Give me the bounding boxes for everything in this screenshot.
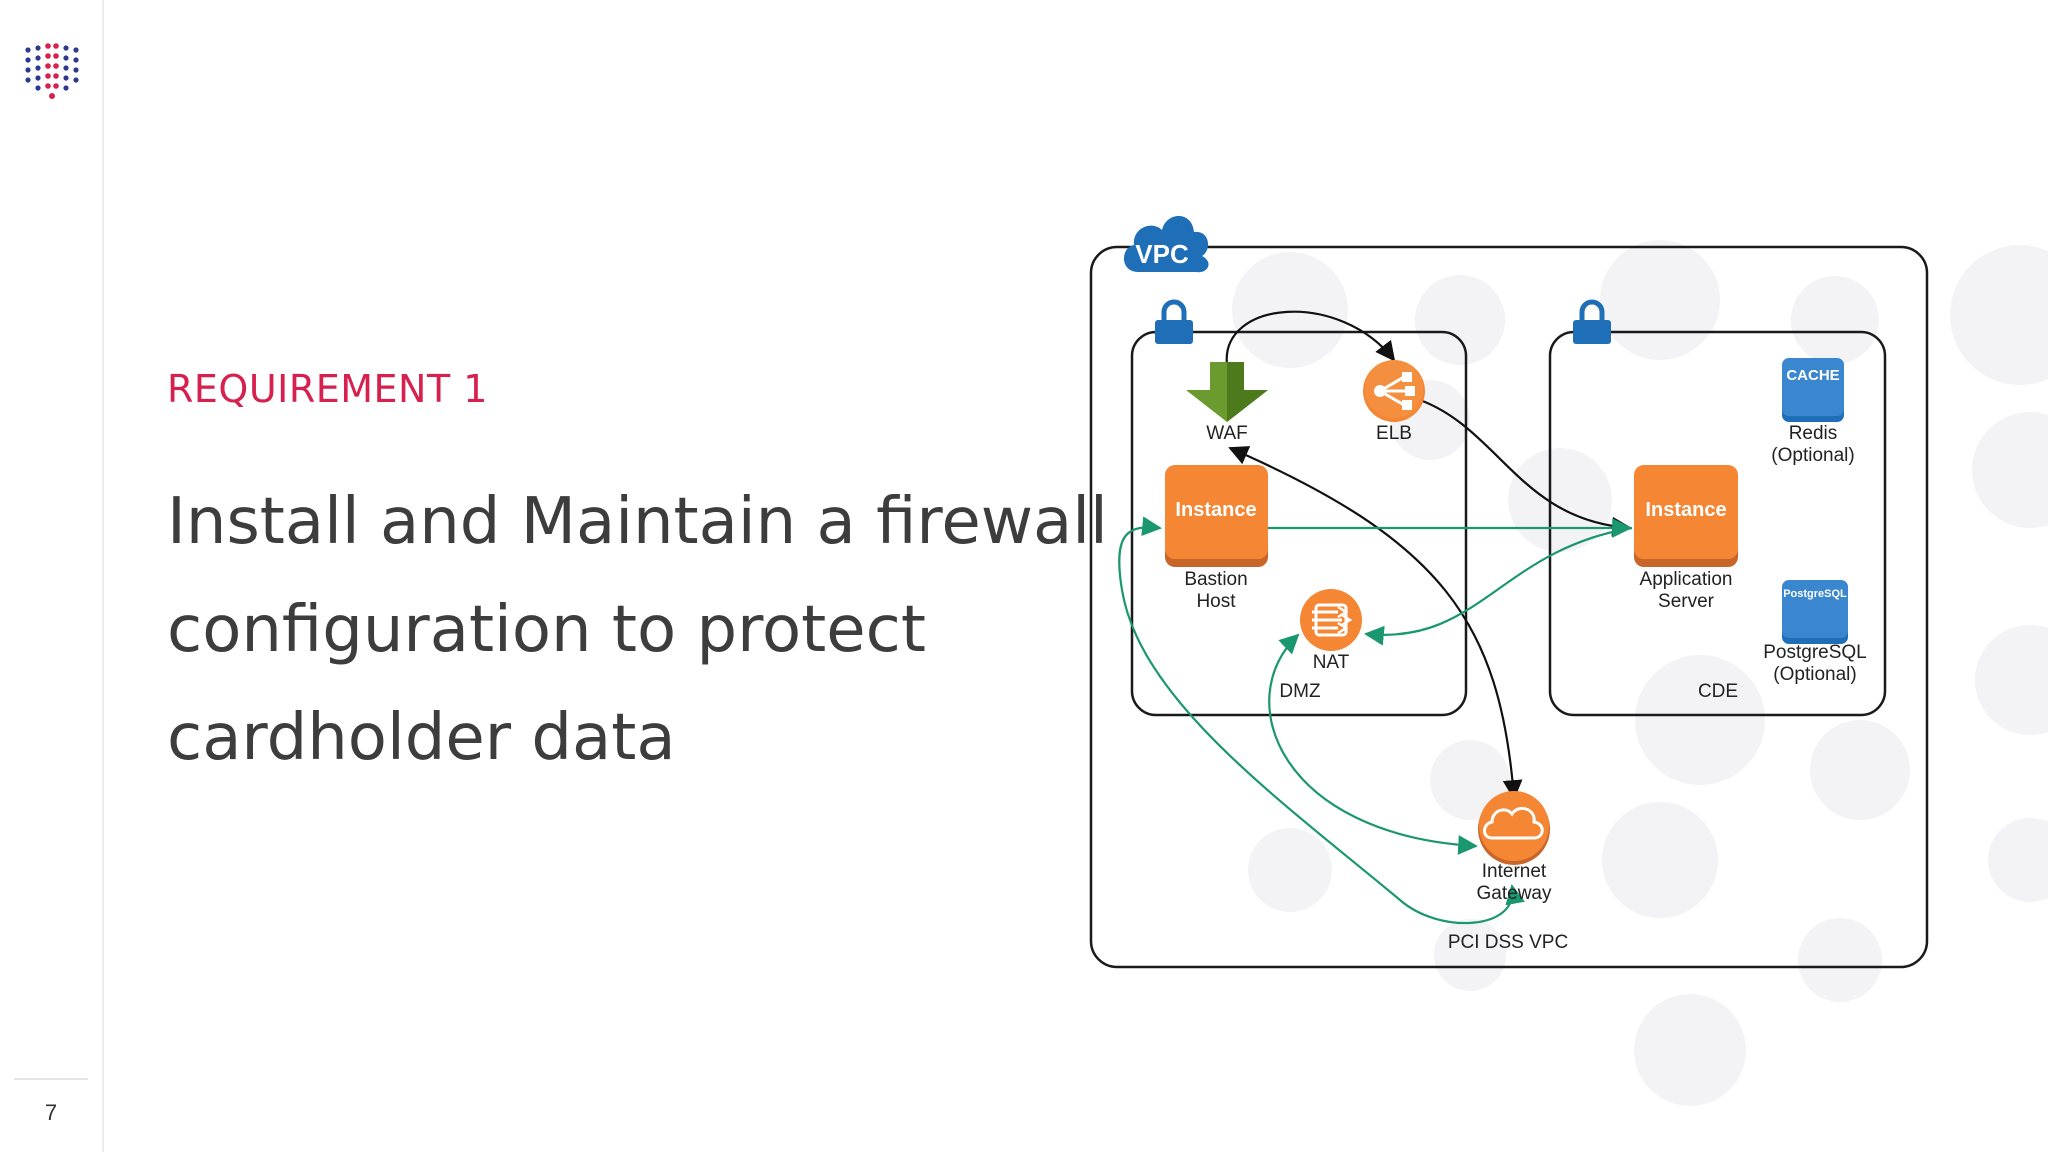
brand-logo-icon [25, 43, 79, 99]
dmz-lock-icon [1155, 299, 1193, 344]
app-server-label-1: Application [1640, 569, 1733, 590]
background-bubbles [1232, 240, 2048, 1106]
slide-title: Install and Maintain a firewall configur… [167, 468, 1167, 792]
postgresql-icon: PostgreSQL [1782, 580, 1848, 644]
nat-icon [1300, 589, 1362, 651]
title-line-2: configuration to protect [167, 593, 926, 667]
cde-subnet [1548, 330, 1887, 717]
cde-lock-icon [1573, 299, 1611, 344]
svg-text:Instance: Instance [1175, 499, 1256, 521]
bastion-label-1: Bastion [1184, 569, 1247, 590]
redis-cache-icon: CACHE [1782, 358, 1844, 422]
svg-text:CACHE: CACHE [1786, 367, 1839, 384]
waf-icon [1186, 362, 1268, 422]
bastion-instance-icon: Instance [1165, 465, 1268, 567]
elb-icon [1363, 360, 1425, 422]
flow-lines [1118, 310, 1633, 925]
svg-text:Instance: Instance [1645, 499, 1726, 521]
cde-label: CDE [1698, 681, 1738, 702]
page-number: 7 [44, 1100, 58, 1125]
flow-app-to-nat [1364, 526, 1633, 646]
sidebar-divider [14, 1078, 88, 1080]
postgresql-label-2: (Optional) [1773, 664, 1856, 685]
waf-label: WAF [1206, 423, 1248, 444]
dmz-label: DMZ [1279, 681, 1321, 702]
bastion-label-2: Host [1196, 591, 1236, 612]
vpc-cloud-icon: VPC [1123, 216, 1209, 273]
nat-label: NAT [1313, 652, 1350, 673]
app-server-instance-icon: Instance [1634, 465, 1738, 567]
vpc-badge: VPC [1135, 239, 1189, 269]
app-server-label-2: Server [1658, 591, 1715, 612]
title-line-3: cardholder data [167, 701, 676, 775]
redis-label-2: (Optional) [1771, 445, 1854, 466]
internet-gateway-label-1: Internet [1482, 861, 1547, 882]
requirement-label: REQUIREMENT 1 [167, 367, 488, 411]
title-line-1: Install and Maintain a firewall [167, 485, 1108, 559]
postgresql-label-1: PostgreSQL [1763, 642, 1867, 663]
flow-igw-bastion [1118, 516, 1525, 925]
sidebar: 7 [0, 0, 104, 1152]
elb-label: ELB [1376, 423, 1412, 444]
internet-gateway-icon [1478, 791, 1550, 865]
internet-gateway-label-2: Gateway [1477, 883, 1552, 904]
svg-text:PostgreSQL: PostgreSQL [1783, 588, 1847, 600]
vpc-label: PCI DSS VPC [1448, 932, 1568, 953]
vpc-container [1089, 245, 1929, 969]
flow-nat-igw [1268, 633, 1478, 855]
flow-waf-to-elb [1225, 310, 1396, 366]
redis-label-1: Redis [1789, 423, 1838, 444]
